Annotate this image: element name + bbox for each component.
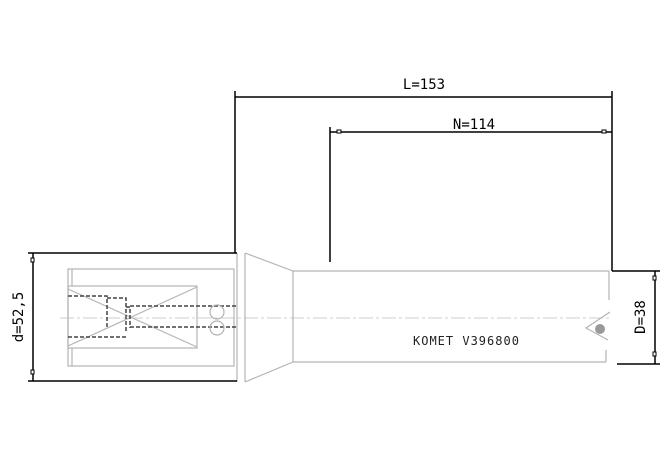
insert-screw [595, 324, 605, 334]
overall-length-label: L=153 [403, 77, 445, 93]
dimension-D: D=38 [612, 270, 660, 365]
marking-text: KOMET V396800 [413, 334, 520, 348]
dimension-L: L=153 [234, 77, 613, 271]
shank [67, 268, 236, 367]
coolant-hole [209, 304, 225, 320]
dimension-d: d=52,5 [11, 252, 237, 382]
insert [584, 311, 611, 341]
neck-length-label: N=114 [453, 117, 495, 133]
shank-diameter-label: d=52,5 [11, 292, 27, 343]
drill-diameter-label: D=38 [633, 300, 649, 334]
drill-body [236, 252, 611, 383]
dimension-N: N=114 [329, 117, 612, 262]
coolant-hole [209, 320, 225, 336]
